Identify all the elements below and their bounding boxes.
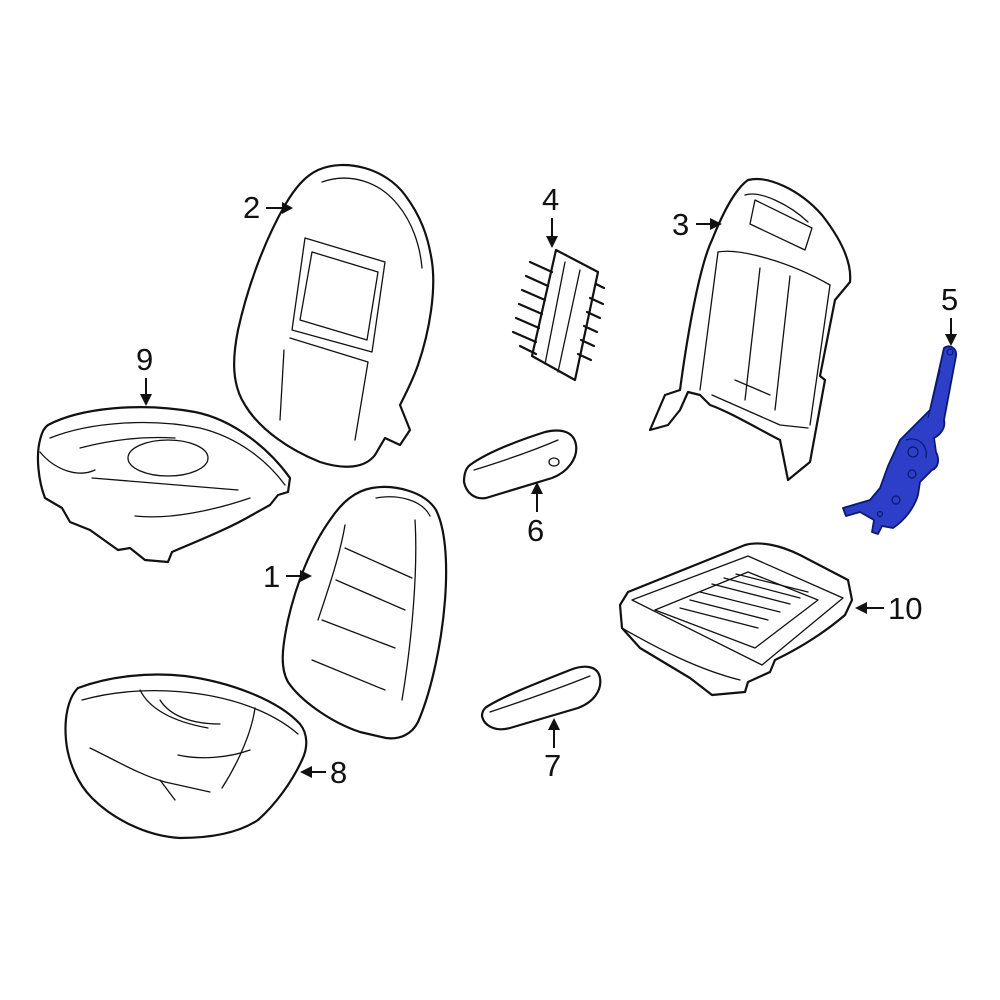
part-1-seat-back-cushion[interactable]	[281, 485, 448, 740]
callout-4: 4	[542, 182, 559, 217]
leader-lines	[140, 202, 957, 778]
callout-10: 10	[888, 591, 922, 626]
part-7-armrest-cover[interactable]	[480, 665, 602, 731]
part-6-armrest[interactable]	[462, 429, 578, 500]
callout-labels: 2 4 3 5 9 6 1 10 7 8	[136, 182, 958, 790]
callout-3: 3	[672, 207, 689, 242]
part-4-lumbar-support[interactable]	[511, 248, 606, 382]
callout-9: 9	[136, 342, 153, 377]
part-5-recliner-mechanism[interactable]	[842, 345, 957, 535]
part-10-cushion-frame[interactable]	[618, 542, 854, 697]
part-2-seat-back-cover[interactable]	[233, 163, 435, 468]
part-8-seat-cushion[interactable]	[64, 673, 308, 840]
callout-2: 2	[243, 190, 260, 225]
part-9-seat-cushion-pad[interactable]	[36, 406, 292, 564]
callout-7: 7	[544, 748, 561, 783]
callout-5: 5	[941, 282, 958, 317]
part-3-seat-back-frame[interactable]	[648, 177, 852, 482]
callout-6: 6	[527, 513, 544, 548]
callout-1: 1	[263, 559, 280, 594]
callout-8: 8	[330, 755, 347, 790]
highlighted-part-fill	[842, 345, 957, 535]
